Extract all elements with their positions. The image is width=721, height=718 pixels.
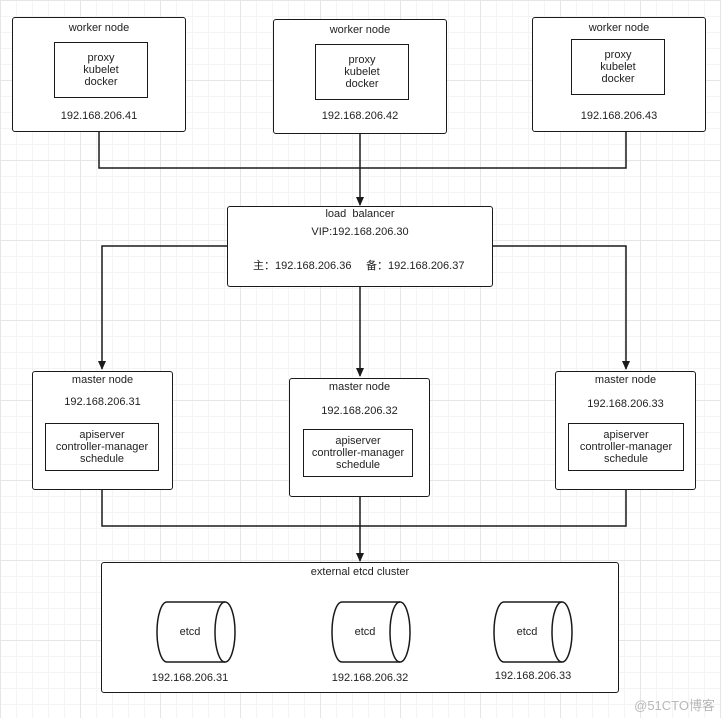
- worker-ip: 192.168.206.41: [60, 110, 138, 122]
- service-controller-manager: controller-manager: [55, 441, 149, 453]
- database-cylinder-icon: [156, 601, 236, 663]
- master-node-3: master node 192.168.206.33 apiserver con…: [555, 371, 696, 490]
- watermark: @51CTO博客: [634, 698, 715, 713]
- load-balancer-backup: 备：192.168.206.37: [366, 260, 465, 272]
- service-apiserver: apiserver: [603, 429, 649, 441]
- database-cylinder-icon: [331, 601, 411, 663]
- service-controller-manager: controller-manager: [579, 441, 673, 453]
- master-node-title: master node: [328, 381, 391, 393]
- load-balancer-vip: VIP:192.168.206.30: [311, 226, 409, 238]
- worker-node-title: worker node: [329, 24, 391, 36]
- master-node-title: master node: [71, 374, 134, 386]
- lb-to-master-1-arrow: [98, 245, 228, 370]
- master-services-box: apiserver controller-manager schedule: [303, 429, 413, 477]
- service-docker: docker: [601, 73, 635, 85]
- service-kubelet: kubelet: [344, 66, 380, 78]
- database-cylinder-icon: [493, 601, 573, 663]
- service-controller-manager: controller-manager: [311, 447, 405, 459]
- worker-services-box: proxy kubelet docker: [315, 44, 409, 100]
- worker-services-box: proxy kubelet docker: [54, 42, 148, 98]
- service-proxy: proxy: [348, 54, 376, 66]
- service-docker: docker: [345, 78, 379, 90]
- etcd-label: etcd: [179, 626, 201, 638]
- master-bus-line: [101, 490, 627, 527]
- service-kubelet: kubelet: [600, 61, 636, 73]
- etcd-cluster-title: external etcd cluster: [310, 566, 410, 578]
- service-proxy: proxy: [87, 52, 115, 64]
- etcd-label: etcd: [354, 626, 376, 638]
- master-node-1: master node 192.168.206.31 apiserver con…: [32, 371, 173, 490]
- service-schedule: schedule: [79, 453, 125, 465]
- service-schedule: schedule: [335, 459, 381, 471]
- service-kubelet: kubelet: [83, 64, 119, 76]
- load-balancer: load balancer VIP:192.168.206.30 主：192.1…: [227, 206, 493, 287]
- master-node-title: master node: [594, 374, 657, 386]
- worker-ip: 192.168.206.42: [321, 110, 399, 122]
- worker-node-title: worker node: [588, 22, 650, 34]
- etcd-label: etcd: [516, 626, 538, 638]
- lb-to-master-3-arrow: [492, 245, 630, 370]
- worker-node-1: worker node proxy kubelet docker 192.168…: [12, 17, 186, 132]
- worker-bus-line: [98, 132, 627, 169]
- service-apiserver: apiserver: [79, 429, 125, 441]
- master-ip: 192.168.206.31: [64, 396, 141, 408]
- service-proxy: proxy: [604, 49, 632, 61]
- master-ip: 192.168.206.33: [587, 398, 664, 410]
- service-docker: docker: [84, 76, 118, 88]
- worker-ip: 192.168.206.43: [580, 110, 658, 122]
- service-apiserver: apiserver: [335, 435, 381, 447]
- etcd-ip: 192.168.206.33: [494, 670, 572, 682]
- etcd-ip: 192.168.206.31: [151, 672, 229, 684]
- master-services-box: apiserver controller-manager schedule: [568, 423, 684, 471]
- worker-node-2: worker node proxy kubelet docker 192.168…: [273, 19, 447, 134]
- worker-services-box: proxy kubelet docker: [571, 39, 665, 95]
- etcd-ip: 192.168.206.32: [331, 672, 409, 684]
- service-schedule: schedule: [603, 453, 649, 465]
- master-ip: 192.168.206.32: [321, 405, 398, 417]
- load-balancer-title: load balancer: [325, 208, 395, 220]
- master-node-2: master node 192.168.206.32 apiserver con…: [289, 378, 430, 497]
- load-balancer-primary: 主：192.168.206.36: [253, 260, 352, 272]
- worker-node-3: worker node proxy kubelet docker 192.168…: [532, 17, 706, 132]
- master-services-box: apiserver controller-manager schedule: [45, 423, 159, 471]
- worker-node-title: worker node: [68, 22, 130, 34]
